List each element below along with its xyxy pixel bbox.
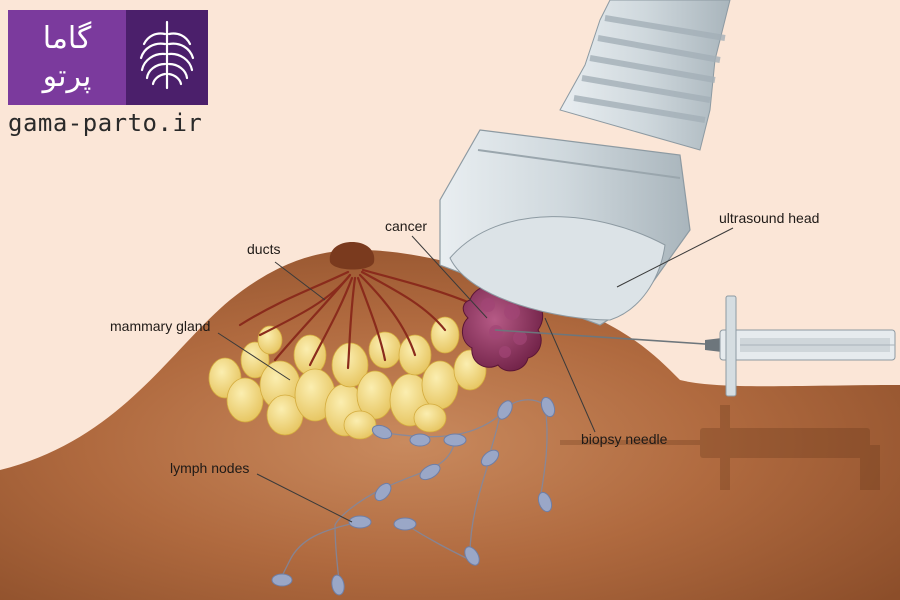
breast-body bbox=[0, 250, 900, 600]
ducts bbox=[238, 268, 477, 370]
label-biopsy-needle: biopsy needle bbox=[581, 431, 668, 447]
website-url[interactable]: gama-parto.ir bbox=[8, 109, 203, 137]
ribcage-icon bbox=[126, 10, 208, 105]
mammary-gland bbox=[208, 315, 493, 440]
biopsy-syringe bbox=[494, 295, 896, 397]
lymph-nodes bbox=[271, 396, 556, 596]
label-ultrasound-head: ultrasound head bbox=[719, 210, 820, 226]
label-mammary-gland: mammary gland bbox=[110, 318, 211, 334]
leader-lines bbox=[217, 227, 734, 523]
logo: گاما پرتو bbox=[8, 10, 208, 105]
ultrasound-probe bbox=[439, 0, 731, 326]
label-ducts: ducts bbox=[247, 241, 281, 257]
nipple bbox=[329, 242, 375, 270]
label-cancer: cancer bbox=[385, 218, 428, 234]
label-lymph-nodes: lymph nodes bbox=[170, 460, 250, 476]
logo-text-block: گاما پرتو bbox=[8, 10, 126, 105]
cancer-tumor bbox=[462, 285, 544, 372]
logo-line-1: گاما bbox=[42, 20, 92, 56]
syringe-shadow bbox=[560, 405, 880, 490]
logo-line-2: پرتو bbox=[42, 58, 92, 94]
